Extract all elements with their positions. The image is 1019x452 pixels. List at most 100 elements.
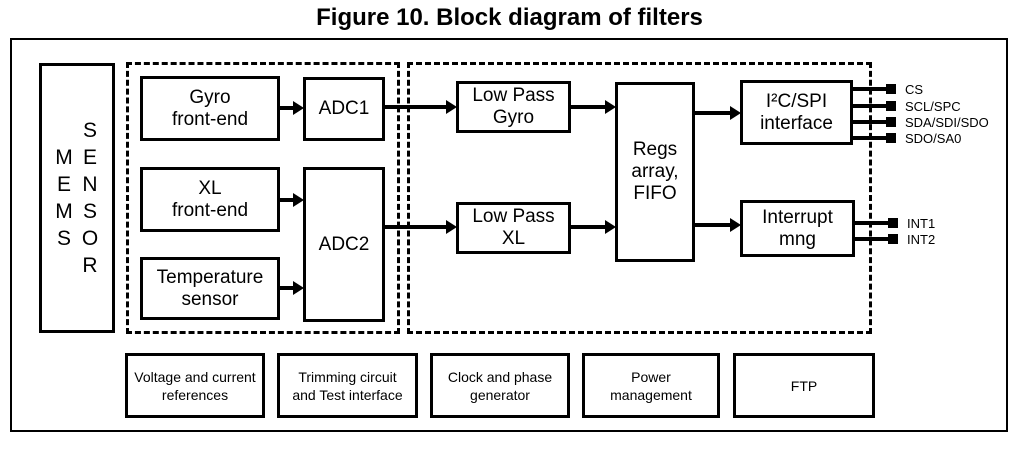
pin-label: SDO/SA0 <box>905 130 962 146</box>
block-label: interface <box>760 112 833 134</box>
block-label: front-end <box>171 199 249 221</box>
block-low-pass-gyro: Low Pass Gyro <box>456 81 571 133</box>
arrow-temperature-to-adc2 <box>280 281 304 295</box>
block-i2c-spi-interface: I²C/SPI interface <box>740 80 853 145</box>
arrow-xl-front-end-to-adc2 <box>280 193 304 207</box>
sensor-label: SENSOR <box>81 119 99 277</box>
pin-pad-icon <box>886 133 896 143</box>
block-regs-array-fifo: Regs array, FIFO <box>615 82 695 262</box>
block-label: Voltage and current <box>134 368 256 385</box>
arrow-head-icon <box>293 193 304 207</box>
pin-scl-spc: SCL/SPC <box>852 98 961 114</box>
block-label: FTP <box>790 377 818 394</box>
pin-label: SDA/SDI/SDO <box>905 114 989 130</box>
arrow-head-icon <box>446 100 457 114</box>
pin-wire <box>854 237 888 241</box>
block-label: Trimming circuit <box>298 368 397 385</box>
block-temperature-sensor: Temperature sensor <box>140 257 280 320</box>
block-interrupt-mng: Interrupt mng <box>740 200 855 257</box>
block-label: Clock and phase <box>447 368 553 385</box>
arrow-shaft <box>694 223 730 227</box>
arrow-head-icon <box>446 220 457 234</box>
arrow-adc2-to-low-pass-xl <box>384 220 457 234</box>
block-label: Gyro <box>189 86 231 108</box>
block-power-management: Power management <box>582 353 720 418</box>
pin-cs: CS <box>852 81 923 97</box>
block-label: Gyro <box>492 107 535 128</box>
arrow-head-icon <box>730 218 741 232</box>
block-label: XL <box>501 228 526 249</box>
block-label: Temperature <box>156 266 264 288</box>
block-label: front-end <box>171 108 249 130</box>
block-label: references <box>161 386 229 403</box>
figure-title: Figure 10. Block diagram of filters <box>316 4 703 31</box>
pin-pad-icon <box>886 101 896 111</box>
pin-wire <box>852 104 886 108</box>
block-adc1: ADC1 <box>303 77 385 141</box>
block-label: XL <box>198 177 222 199</box>
arrow-head-icon <box>730 106 741 120</box>
arrow-shaft <box>694 111 730 115</box>
block-trimming-test-interface: Trimming circuit and Test interface <box>277 353 418 418</box>
mems-label: MEMS <box>55 146 73 250</box>
arrow-gyro-front-end-to-adc1 <box>280 101 304 115</box>
arrow-shaft <box>280 106 293 110</box>
arrow-adc1-to-low-pass-gyro <box>384 100 457 114</box>
pin-label: INT2 <box>907 231 936 247</box>
pin-int1: INT1 <box>854 215 935 231</box>
pin-int2: INT2 <box>854 231 935 247</box>
arrow-regs-to-i2c-spi <box>694 106 741 120</box>
block-label: Low Pass <box>472 85 555 106</box>
block-label: Interrupt <box>762 206 833 228</box>
pin-wire <box>852 120 886 124</box>
analog-stage-boundary <box>126 62 400 334</box>
pin-pad-icon <box>888 234 898 244</box>
arrow-low-pass-gyro-to-regs <box>570 100 616 114</box>
block-label: management <box>610 386 692 403</box>
block-label: mng <box>779 228 816 250</box>
arrow-shaft <box>570 105 605 109</box>
pin-pad-icon <box>888 218 898 228</box>
pin-label: SCL/SPC <box>905 98 961 114</box>
arrow-shaft <box>384 225 446 229</box>
arrow-head-icon <box>293 101 304 115</box>
block-adc2: ADC2 <box>303 167 385 322</box>
pin-pad-icon <box>886 84 896 94</box>
block-label: FIFO <box>633 183 677 204</box>
block-ftp: FTP <box>733 353 875 418</box>
block-xl-front-end: XL front-end <box>140 167 280 232</box>
block-voltage-current-references: Voltage and current references <box>125 353 265 418</box>
block-label: Power <box>631 368 671 385</box>
block-label: and Test interface <box>292 386 403 403</box>
block-label: sensor <box>181 288 239 310</box>
block-mems-sensor: MEMS SENSOR <box>39 63 115 333</box>
block-gyro-front-end: Gyro front-end <box>140 76 280 141</box>
digital-stage-boundary <box>407 62 872 334</box>
block-label: generator <box>470 386 530 403</box>
pin-wire <box>852 136 886 140</box>
pin-wire <box>854 221 888 225</box>
block-label: Regs <box>632 139 678 160</box>
pin-sdo-sa0: SDO/SA0 <box>852 130 961 146</box>
arrow-low-pass-xl-to-regs <box>570 220 616 234</box>
arrow-shaft <box>280 286 293 290</box>
block-clock-phase-generator: Clock and phase generator <box>430 353 570 418</box>
block-label: array, <box>631 161 679 182</box>
arrow-shaft <box>570 225 605 229</box>
pin-label: CS <box>905 81 924 97</box>
pin-pad-icon <box>886 117 896 127</box>
arrow-head-icon <box>293 281 304 295</box>
pin-sda-sdi-sdo: SDA/SDI/SDO <box>852 114 989 130</box>
arrow-shaft <box>280 198 293 202</box>
block-label: I²C/SPI <box>765 90 828 112</box>
block-label: ADC1 <box>318 98 370 119</box>
block-label: Low Pass <box>472 206 555 227</box>
pin-label: INT1 <box>907 215 936 231</box>
arrow-shaft <box>384 105 446 109</box>
arrow-regs-to-interrupt-mng <box>694 218 741 232</box>
arrow-head-icon <box>605 100 616 114</box>
block-low-pass-xl: Low Pass XL <box>456 202 571 254</box>
pin-wire <box>852 87 886 91</box>
block-label: ADC2 <box>318 233 370 255</box>
